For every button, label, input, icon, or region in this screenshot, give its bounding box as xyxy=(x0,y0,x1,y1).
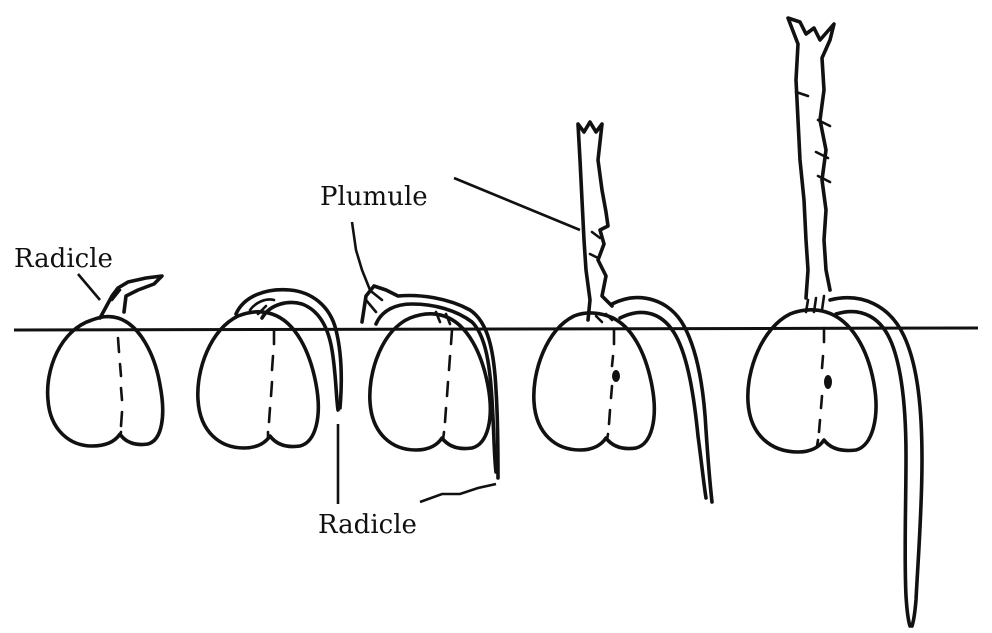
seed-stage-3 xyxy=(362,286,498,478)
radicle-bottom-squiggle xyxy=(420,484,496,502)
soil-line xyxy=(14,328,978,330)
seed-stage-2 xyxy=(198,290,341,448)
radicle-top-label: Radicle xyxy=(14,246,113,272)
seedling-stage-4 xyxy=(534,122,712,502)
radicle-bottom-label: Radicle xyxy=(318,512,417,538)
plumule-stage4-leader xyxy=(454,178,580,230)
seed-stage-1 xyxy=(48,276,163,446)
radicle-top-leader xyxy=(78,274,100,300)
plumule-label: Plumule xyxy=(320,184,428,210)
plumule-leader xyxy=(352,222,370,290)
seedling-stage-5 xyxy=(748,18,922,626)
